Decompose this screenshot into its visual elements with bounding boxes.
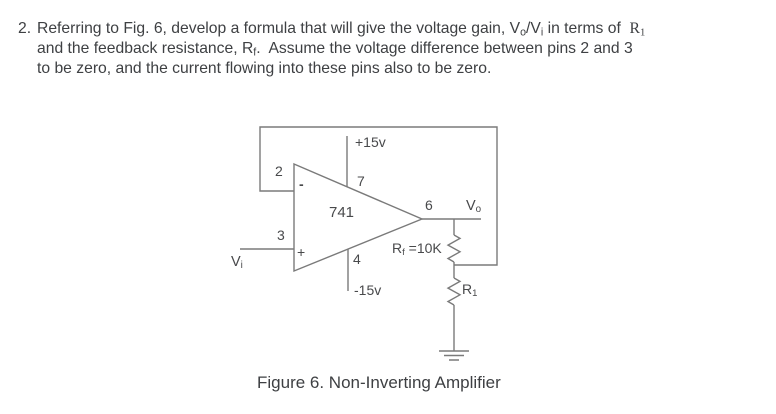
opamp-part-number: 741 <box>329 204 355 221</box>
inverting-input-sign: - <box>299 176 304 192</box>
problem-number: 2. <box>18 20 32 37</box>
pin4-label: 4 <box>353 251 361 267</box>
input-voltage-label: Vi <box>231 254 243 272</box>
problem-text: Referring to Fig. 6, develop a formula t… <box>37 19 645 79</box>
r1-resistor-label: R1 <box>462 281 478 300</box>
problem-statement: 2. Referring to Fig. 6, develop a formul… <box>18 19 645 79</box>
problem-line-1: Referring to Fig. 6, develop a formula t… <box>37 20 646 39</box>
positive-supply-label: +15v <box>355 134 386 150</box>
rf-resistor-zigzag <box>446 234 462 263</box>
feedback-resistor-label: Rf =10K <box>392 240 442 259</box>
problem-line-2: and the feedback resistance, Rf. Assume … <box>37 40 633 59</box>
r1-resistor-zigzag <box>446 277 462 306</box>
ground-symbol <box>439 350 469 361</box>
feedback-loop-wire <box>259 126 498 266</box>
pin6-label: 6 <box>425 197 433 213</box>
figure-caption: Figure 6. Non-Inverting Amplifier <box>257 373 501 392</box>
output-voltage-label: Vo <box>466 198 482 216</box>
problem-line-3: to be zero, and the current flowing into… <box>37 60 492 77</box>
noninverting-input-sign: + <box>297 244 306 260</box>
pin7-label: 7 <box>357 173 365 189</box>
opamp-triangle <box>293 162 424 273</box>
negative-supply-label: -15v <box>354 282 382 298</box>
pin2-label: 2 <box>275 163 283 179</box>
pin3-label: 3 <box>277 227 285 243</box>
